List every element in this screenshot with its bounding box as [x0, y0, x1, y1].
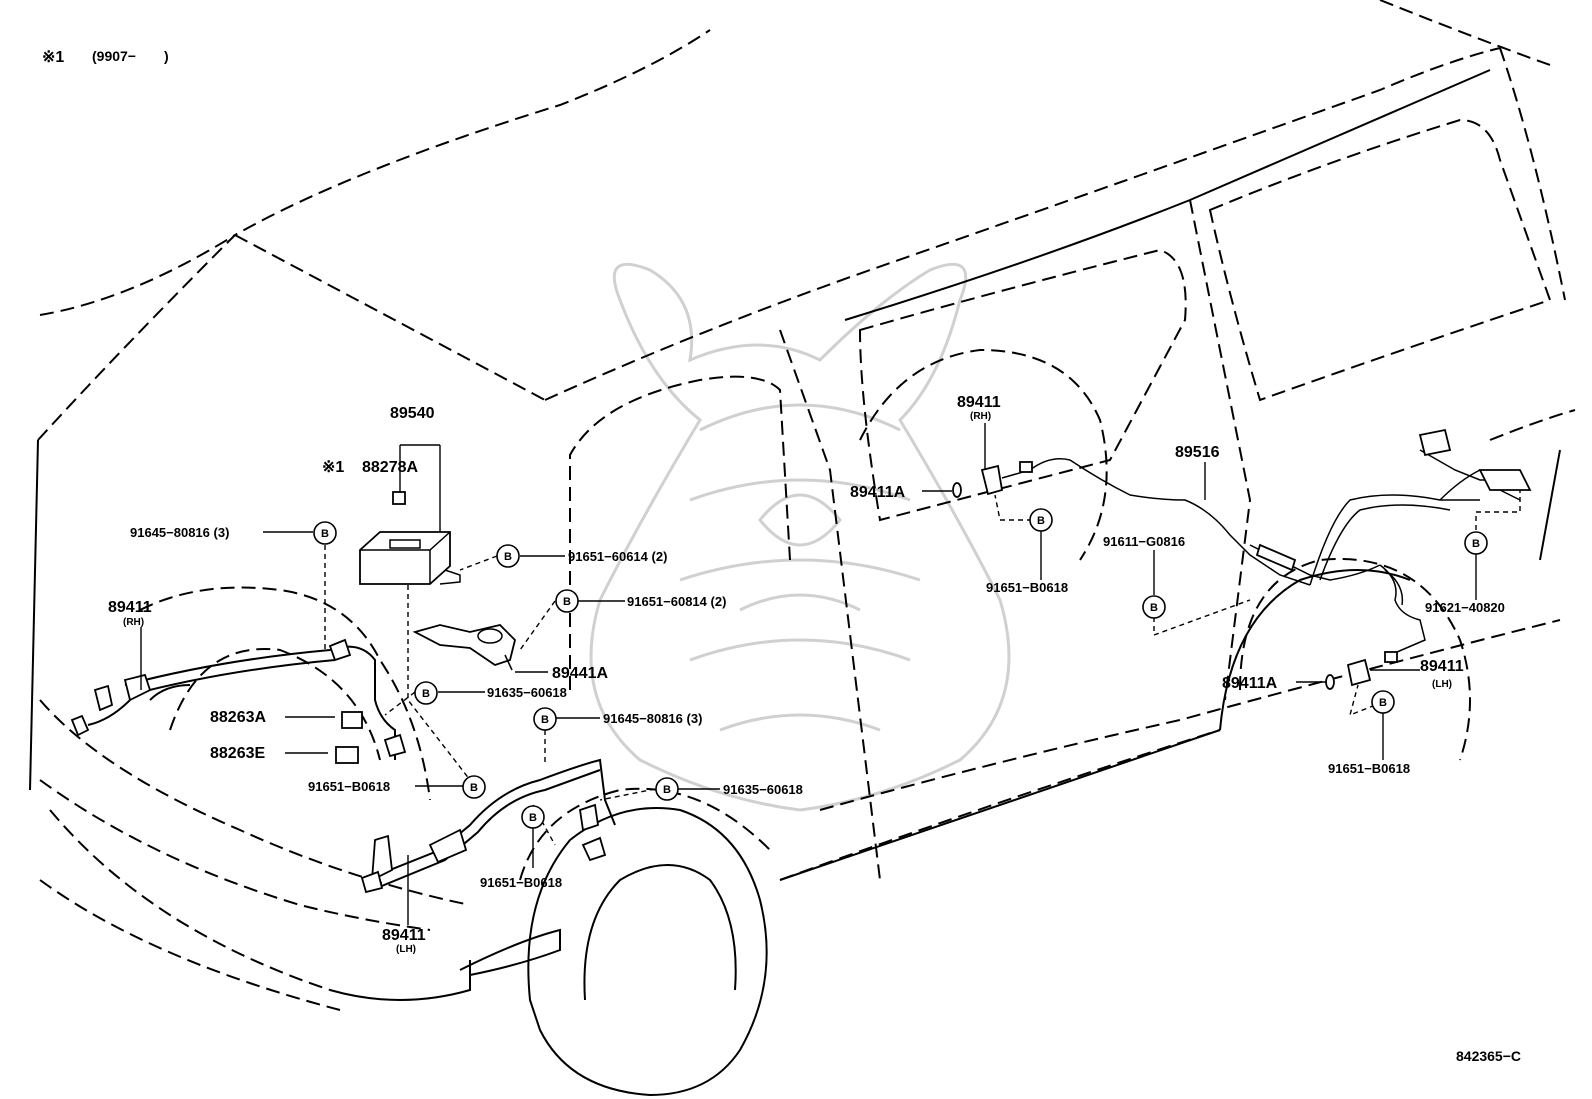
- rear-rh-sensor: [952, 458, 1071, 498]
- label-91651-60614: 91651−60614 (2): [568, 549, 667, 564]
- svg-text:B: B: [1472, 538, 1480, 550]
- bolt-symbol: B: [1371, 690, 1395, 714]
- svg-text:B: B: [1150, 602, 1158, 614]
- label-89411a-rh: 89411A: [850, 484, 906, 501]
- relays-88263: [335, 711, 363, 764]
- svg-text:B: B: [504, 551, 512, 563]
- svg-text:B: B: [541, 714, 549, 726]
- leader-lines: [140, 423, 1477, 925]
- bolt-symbol: B: [1029, 508, 1053, 532]
- label-lh-rear: (LH): [1432, 679, 1452, 690]
- note-mark: ※1: [42, 49, 64, 66]
- watermark-logo: [589, 262, 1011, 812]
- svg-text:B: B: [529, 812, 537, 824]
- rear-harness-89516: [1069, 428, 1532, 656]
- label-89411-rh-front: 89411: [108, 599, 152, 616]
- label-lh-front: (LH): [396, 944, 416, 955]
- svg-text:B: B: [470, 782, 478, 794]
- drawing-number: 842365−C: [1456, 1048, 1521, 1064]
- svg-text:B: B: [663, 784, 671, 796]
- svg-text:B: B: [321, 528, 329, 540]
- bolt-symbol: B: [521, 805, 545, 829]
- front-lh-harness: [360, 758, 616, 894]
- bolt-symbol: B: [1142, 595, 1166, 619]
- label-88278a: 88278A: [362, 459, 418, 476]
- bolt-symbol: B: [462, 775, 486, 799]
- svg-text:B: B: [563, 596, 571, 608]
- label-89441a: 89441A: [552, 665, 608, 682]
- bolt-symbols: B B B B B B B B B B B B: [313, 508, 1488, 829]
- note-range: (9907− ): [92, 48, 169, 64]
- label-88263e: 88263E: [210, 745, 265, 762]
- svg-text:B: B: [1037, 515, 1045, 527]
- label-rh-front: (RH): [123, 617, 144, 628]
- label-89516: 89516: [1175, 444, 1220, 461]
- note-header: ※1 (9907− ): [42, 48, 169, 66]
- label-91651-b0618-front: 91651−B0618: [308, 779, 390, 794]
- leader-lines-dashed: [324, 490, 1521, 846]
- label-91645-80816-b: 91645−80816 (3): [603, 711, 702, 726]
- ecu-bracket: [412, 624, 516, 671]
- bolt-symbol: B: [313, 521, 337, 545]
- label-91635-60618-a: 91635−60618: [487, 685, 567, 700]
- label-88263a: 88263A: [210, 709, 266, 726]
- label-91651-b0618-rr: 91651−B0618: [986, 580, 1068, 595]
- label-89411-lh-rear: 89411: [1420, 658, 1464, 675]
- vehicle-outline: [37, 0, 1576, 1011]
- label-88278a-mark: ※1: [322, 459, 344, 476]
- bolt-symbol: B: [555, 589, 579, 613]
- bolt-symbol: B: [414, 681, 438, 705]
- bolt-symbol: B: [655, 777, 679, 801]
- label-91651-b0618-lh: 91651−B0618: [480, 875, 562, 890]
- label-91621-40820: 91621−40820: [1425, 600, 1505, 615]
- label-91651-b0618-rl: 91651−B0618: [1328, 761, 1410, 776]
- abs-ecu: [359, 491, 461, 585]
- vehicle-solid-lines: [29, 69, 1561, 1097]
- rear-lh-sensor: [1325, 651, 1398, 690]
- label-89540: 89540: [390, 405, 435, 422]
- label-rh-rear: (RH): [970, 411, 991, 422]
- label-91651-60814: 91651−60814 (2): [627, 594, 726, 609]
- label-91611-g0816: 91611−G0816: [1103, 534, 1185, 549]
- label-91635-60618-b: 91635−60618: [723, 782, 803, 797]
- svg-text:B: B: [422, 688, 430, 700]
- front-rh-harness: [70, 638, 407, 760]
- bolt-symbol: B: [533, 707, 557, 731]
- label-89411-lh-front: 89411: [382, 927, 426, 944]
- label-91645-80816-a: 91645−80816 (3): [130, 525, 229, 540]
- bolt-symbol: B: [496, 544, 520, 568]
- label-89411a-lh: 89411A: [1222, 675, 1278, 692]
- label-89411-rh-rear: 89411: [957, 394, 1001, 411]
- svg-text:B: B: [1379, 697, 1387, 709]
- bolt-symbol: B: [1464, 531, 1488, 555]
